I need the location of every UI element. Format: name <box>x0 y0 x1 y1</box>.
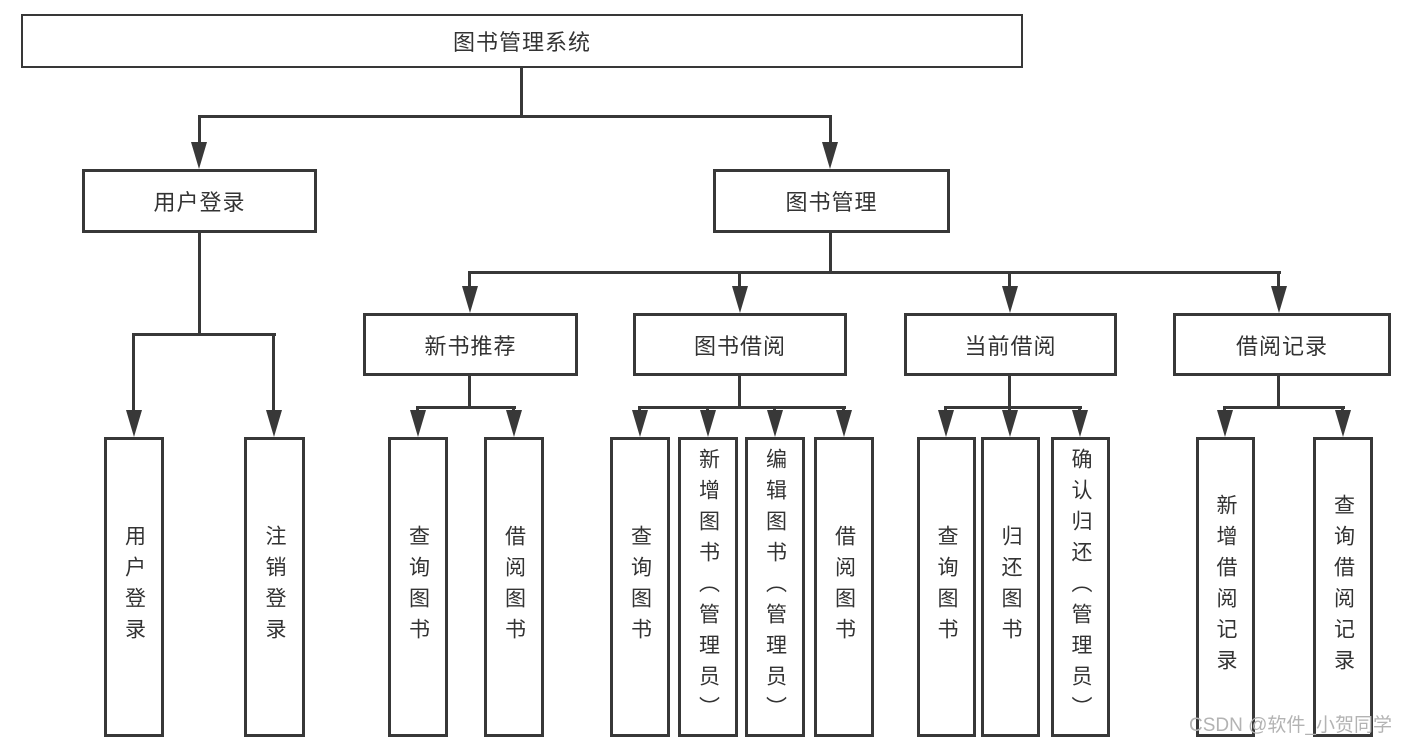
connector-line <box>738 376 741 408</box>
connector-line <box>638 406 846 409</box>
arrow-down-icon <box>732 286 748 313</box>
leaf-query-books-recommend-label: 查询图书 <box>406 525 430 649</box>
node-root: 图书管理系统 <box>21 14 1023 68</box>
arrow-down-icon <box>126 410 142 437</box>
connector-line <box>416 406 516 409</box>
leaf-confirm-return-admin: 确认归还（管理员） <box>1051 437 1110 737</box>
leaf-add-borrow-record: 新增借阅记录 <box>1196 437 1255 737</box>
node-new-book-recommend-label: 新书推荐 <box>424 333 517 359</box>
connector-line <box>468 271 1281 274</box>
node-book-borrow: 图书借阅 <box>633 313 847 376</box>
connector-line <box>738 271 741 288</box>
connector-line <box>272 333 275 411</box>
leaf-query-borrow-record: 查询借阅记录 <box>1313 437 1373 737</box>
leaf-return-books: 归还图书 <box>981 437 1040 737</box>
connector-line <box>132 333 276 336</box>
node-root-label: 图书管理系统 <box>452 30 591 55</box>
arrow-down-icon <box>1271 286 1287 313</box>
connector-line <box>944 406 1082 409</box>
leaf-return-books-label: 归还图书 <box>999 525 1023 649</box>
node-borrow-records: 借阅记录 <box>1173 313 1391 376</box>
leaf-borrow-books-label: 借阅图书 <box>832 525 856 649</box>
arrow-down-icon <box>266 410 282 437</box>
arrow-down-icon <box>836 410 852 437</box>
arrow-down-icon <box>191 142 207 169</box>
watermark-text: CSDN @软件_小贺同学 <box>1189 715 1392 736</box>
connector-line <box>1223 406 1345 409</box>
node-book-management-label: 图书管理 <box>785 190 878 215</box>
leaf-logout: 注销登录 <box>244 437 305 737</box>
connector-line <box>520 68 523 117</box>
node-borrow-records-label: 借阅记录 <box>1235 333 1328 359</box>
arrow-down-icon <box>822 142 838 169</box>
leaf-add-books-admin-label: 新增图书（管理员） <box>696 447 720 727</box>
node-current-borrow-label: 当前借阅 <box>964 333 1057 359</box>
arrow-down-icon <box>632 410 648 437</box>
leaf-query-borrow-record-label: 查询借阅记录 <box>1331 494 1355 680</box>
arrow-down-icon <box>1002 286 1018 313</box>
arrow-down-icon <box>1072 410 1088 437</box>
leaf-query-books-borrow-label: 查询图书 <box>628 525 652 649</box>
leaf-confirm-return-admin-label: 确认归还（管理员） <box>1069 447 1093 727</box>
leaf-query-books-borrow: 查询图书 <box>610 437 670 737</box>
leaf-query-books-current: 查询图书 <box>917 437 976 737</box>
arrow-down-icon <box>506 410 522 437</box>
leaf-edit-books-admin-label: 编辑图书（管理员） <box>763 447 787 727</box>
leaf-user-login-label: 用户登录 <box>122 525 146 649</box>
arrow-down-icon <box>462 286 478 313</box>
node-user-login: 用户登录 <box>82 169 317 233</box>
connector-line <box>1008 376 1011 408</box>
leaf-logout-label: 注销登录 <box>263 525 287 649</box>
connector-line <box>1277 376 1280 408</box>
arrow-down-icon <box>938 410 954 437</box>
connector-line <box>198 115 832 118</box>
connector-line <box>198 115 201 145</box>
connector-line <box>198 233 201 334</box>
leaf-edit-books-admin: 编辑图书（管理员） <box>745 437 805 737</box>
leaf-borrow-books-recommend: 借阅图书 <box>484 437 544 737</box>
node-new-book-recommend: 新书推荐 <box>363 313 578 376</box>
connector-line <box>1008 271 1011 288</box>
arrow-down-icon <box>1335 410 1351 437</box>
connector-line <box>829 115 832 145</box>
node-book-management: 图书管理 <box>713 169 950 233</box>
node-current-borrow: 当前借阅 <box>904 313 1117 376</box>
leaf-add-books-admin: 新增图书（管理员） <box>678 437 738 737</box>
arrow-down-icon <box>410 410 426 437</box>
node-book-borrow-label: 图书借阅 <box>693 333 786 359</box>
connector-line <box>829 233 832 273</box>
leaf-query-books-recommend: 查询图书 <box>388 437 448 737</box>
leaf-borrow-books-recommend-label: 借阅图书 <box>502 525 526 649</box>
leaf-user-login: 用户登录 <box>104 437 164 737</box>
connector-line <box>132 333 135 411</box>
leaf-add-borrow-record-label: 新增借阅记录 <box>1214 494 1238 680</box>
node-user-login-label: 用户登录 <box>153 190 246 215</box>
arrow-down-icon <box>700 410 716 437</box>
leaf-borrow-books: 借阅图书 <box>814 437 874 737</box>
connector-line <box>468 376 471 408</box>
connector-line <box>468 271 471 288</box>
arrow-down-icon <box>1002 410 1018 437</box>
leaf-query-books-current-label: 查询图书 <box>935 525 959 649</box>
connector-line <box>1277 271 1280 288</box>
arrow-down-icon <box>767 410 783 437</box>
arrow-down-icon <box>1217 410 1233 437</box>
